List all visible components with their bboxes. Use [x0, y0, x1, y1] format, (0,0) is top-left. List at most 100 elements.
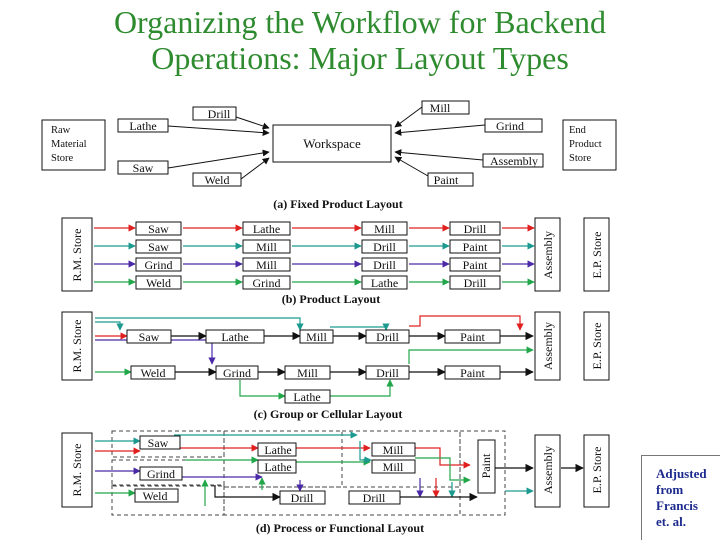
product-row-1-label-4: Drill: [464, 222, 487, 236]
process-dept-paint: [459, 430, 506, 516]
slide-title: Organizing the Workflow for Backend Oper…: [0, 4, 720, 76]
process-rm-store-box: [61, 432, 93, 508]
product-row-2-box-4: [449, 239, 501, 254]
process-lathe1-box: [257, 442, 297, 457]
fixed-saw-label: Saw: [133, 161, 154, 175]
cellular-top-box-4: [365, 329, 410, 344]
process-drill2-label: Drill: [363, 491, 386, 505]
cellular-assembly-label: Assembly: [541, 322, 555, 370]
product-row-4-label-2: Grind: [253, 276, 281, 290]
product-row-1-box-4: [449, 221, 501, 236]
product-row-3-box-1: [135, 257, 182, 272]
cellular-lathe-extra-box: [284, 389, 331, 404]
process-dept-saw: [111, 430, 225, 458]
note-line-2: from: [656, 482, 684, 497]
cellular-bottom-label-5: Paint: [460, 366, 485, 380]
process-mill2-label: Mill: [383, 460, 404, 474]
process-rm-store-label: R.M. Store: [70, 443, 84, 496]
note-line-1: Adjusted: [656, 466, 707, 481]
product-row-1-label-1: Saw: [148, 222, 169, 236]
cellular-top-label-4: Drill: [376, 330, 399, 344]
process-saw-box: [139, 435, 181, 450]
cellular-ep-store-label: E.P. Store: [590, 322, 604, 369]
product-row-1-box-1: [135, 221, 182, 236]
product-row-4-box-3: [361, 275, 408, 290]
cellular-bottom-label-3: Mill: [297, 366, 318, 380]
fixed-workspace-box: [272, 124, 392, 163]
process-dept-lathe: [223, 430, 343, 488]
cellular-bottom-box-4: [365, 365, 410, 380]
process-lathe2-label: Lathe: [264, 460, 291, 474]
fixed-grind-label: Grind: [496, 119, 524, 133]
product-rm-store-box: [61, 217, 93, 292]
process-grind-label: Grind: [147, 467, 175, 481]
fixed-assembly-label: Assembly: [490, 154, 538, 168]
cellular-caption: (c) Group or Cellular Layout: [254, 407, 403, 421]
cellular-assembly-box: [534, 311, 561, 381]
process-layout: Saw Grind Weld Lathe Lathe Mill Mill Dri…: [61, 430, 610, 535]
process-ep-store-label: E.P. Store: [590, 446, 604, 493]
cellular-bottom-box-3: [284, 365, 331, 380]
process-paint-label: Paint: [479, 453, 493, 478]
fixed-workspace-label: Workspace: [303, 136, 361, 151]
process-flow-lines: [95, 431, 584, 506]
product-row-1-box-2: [242, 221, 291, 236]
product-row-3-label-3: Drill: [373, 258, 396, 272]
cellular-top-label-1: Saw: [139, 330, 160, 344]
fixed-arrows: [167, 106, 486, 180]
product-row-2-label-2: Mill: [256, 240, 277, 254]
process-mill1-box: [371, 442, 416, 457]
product-row-3-label-2: Mill: [256, 258, 277, 272]
fixed-lathe-label: Lathe: [129, 119, 156, 133]
product-row-2-box-1: [135, 239, 182, 254]
product-row-1-box-3: [361, 221, 408, 236]
cellular-bottom-label-2: Grind: [223, 366, 251, 380]
fixed-assembly-box: [482, 153, 544, 168]
fixed-raw-material-store: [41, 119, 106, 171]
cellular-top-label-3: Mill: [306, 330, 327, 344]
cellular-top-box-5: [444, 329, 501, 344]
product-row-4-box-2: [242, 275, 291, 290]
fixed-end-store-line-2: Product: [569, 139, 602, 150]
process-paint-box: [477, 439, 496, 494]
slide-title-line-1: Organizing the Workflow for Backend: [113, 4, 607, 40]
product-row-4-box-1: [135, 275, 182, 290]
product-row-1-label-3: Mill: [374, 222, 395, 236]
cellular-bottom-label-4: Drill: [376, 366, 399, 380]
product-row-2-box-2: [242, 239, 291, 254]
cellular-rm-store-label: R.M. Store: [70, 319, 84, 372]
cellular-top-label-2: Lathe: [221, 330, 248, 344]
process-assembly-label: Assembly: [541, 446, 555, 494]
fixed-raw-store-line-3: Store: [51, 153, 74, 164]
fixed-weld-box: [192, 172, 242, 187]
product-row-3-label-4: Paint: [463, 258, 488, 272]
process-lathe2-box: [257, 459, 297, 474]
process-drill1-label: Drill: [291, 491, 314, 505]
process-drill2-box: [348, 490, 401, 505]
process-mill2-box: [371, 459, 416, 474]
fixed-drill-box: [192, 106, 237, 121]
fixed-grind-box: [484, 118, 543, 133]
cellular-bottom-box-5: [444, 365, 501, 380]
cellular-top-box-3: [299, 329, 334, 344]
product-assembly-label: Assembly: [541, 231, 555, 279]
fixed-mill-label: Mill: [430, 101, 451, 115]
process-mill1-label: Mill: [383, 443, 404, 457]
product-ep-store-box: [583, 217, 610, 292]
fixed-mill-box: [421, 100, 470, 115]
cellular-bottom-label-1: Weld: [140, 366, 165, 380]
process-drill1-box: [279, 490, 326, 505]
process-ep-store-box: [583, 434, 610, 508]
process-weld-box: [134, 488, 179, 503]
process-weld-label: Weld: [142, 489, 167, 503]
attribution-note: Adjusted from Francis et. al.: [641, 455, 720, 540]
fixed-lathe-box: [117, 118, 169, 133]
product-row-2-label-1: Saw: [148, 240, 169, 254]
cellular-top-label-5: Paint: [460, 330, 485, 344]
fixed-caption: (a) Fixed Product Layout: [273, 197, 402, 211]
